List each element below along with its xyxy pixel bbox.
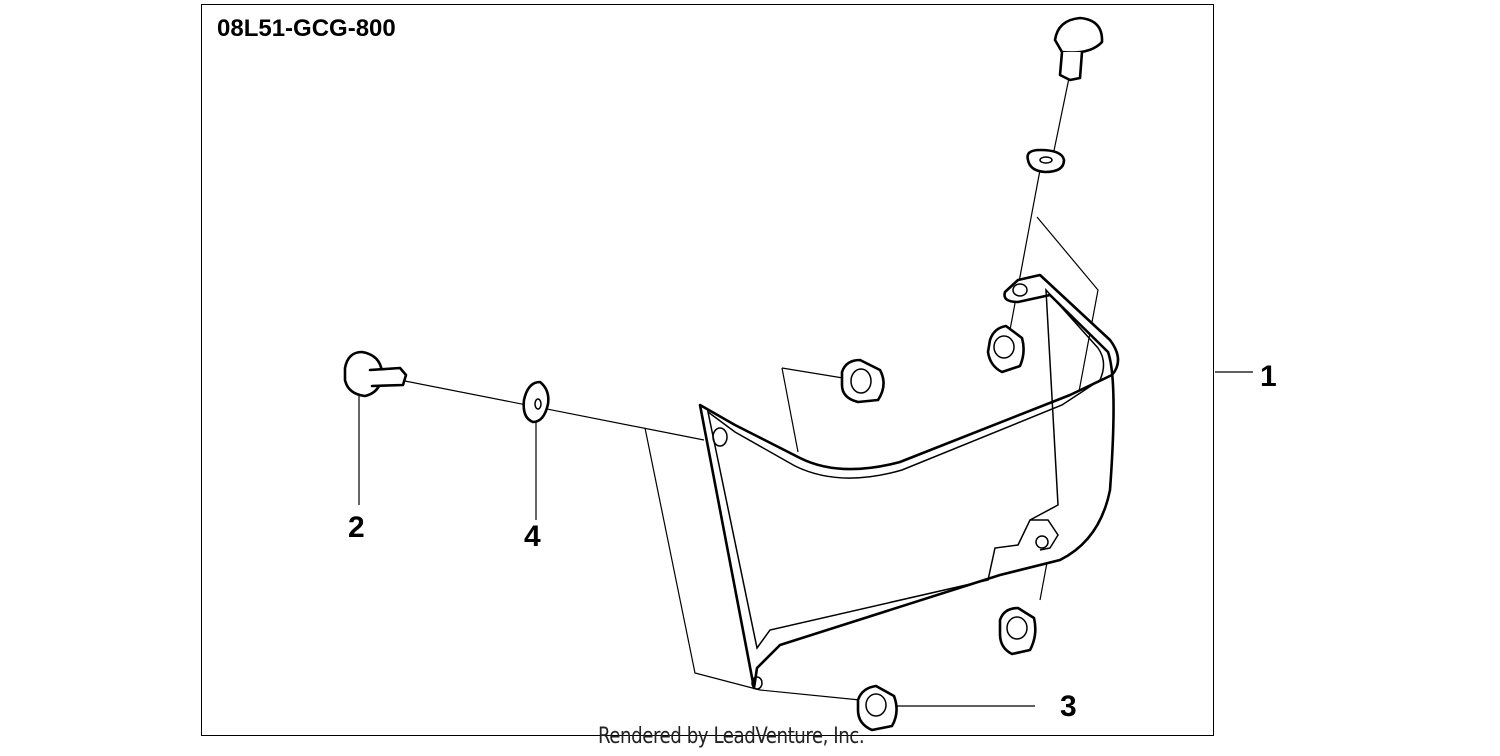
screw-top (1053, 16, 1104, 82)
nut-top (840, 358, 885, 404)
bracket-nut-top (781, 367, 844, 379)
guard-hole-top (1012, 283, 1028, 297)
guard-hole-bottom (751, 676, 763, 690)
nut-upper-right (986, 324, 1025, 374)
callout-4: 4 (524, 520, 541, 553)
callout-3: 3 (1060, 690, 1077, 723)
axis-line-left (404, 380, 705, 441)
callout-1: 1 (1260, 360, 1277, 393)
guard-hole-right (1035, 535, 1049, 549)
screw-left (343, 350, 408, 398)
nut-bottom (856, 684, 898, 732)
bracket-bottom (759, 689, 861, 701)
washer-left (522, 380, 550, 424)
bracket-nut-top-down (781, 367, 799, 453)
callout-2: 2 (348, 511, 365, 544)
bracket-left (644, 427, 761, 691)
guard-cover (698, 273, 1120, 690)
part-number-title: 08L51-GCG-800 (217, 15, 396, 42)
washer-top (1026, 148, 1066, 174)
nut-lower-right (998, 606, 1037, 656)
guard-hole-left (712, 427, 728, 447)
axis-line-top-lower (1009, 169, 1041, 331)
diagram-frame (201, 4, 1214, 736)
watermark-text: Rendered by LeadVenture, Inc. (598, 724, 865, 749)
